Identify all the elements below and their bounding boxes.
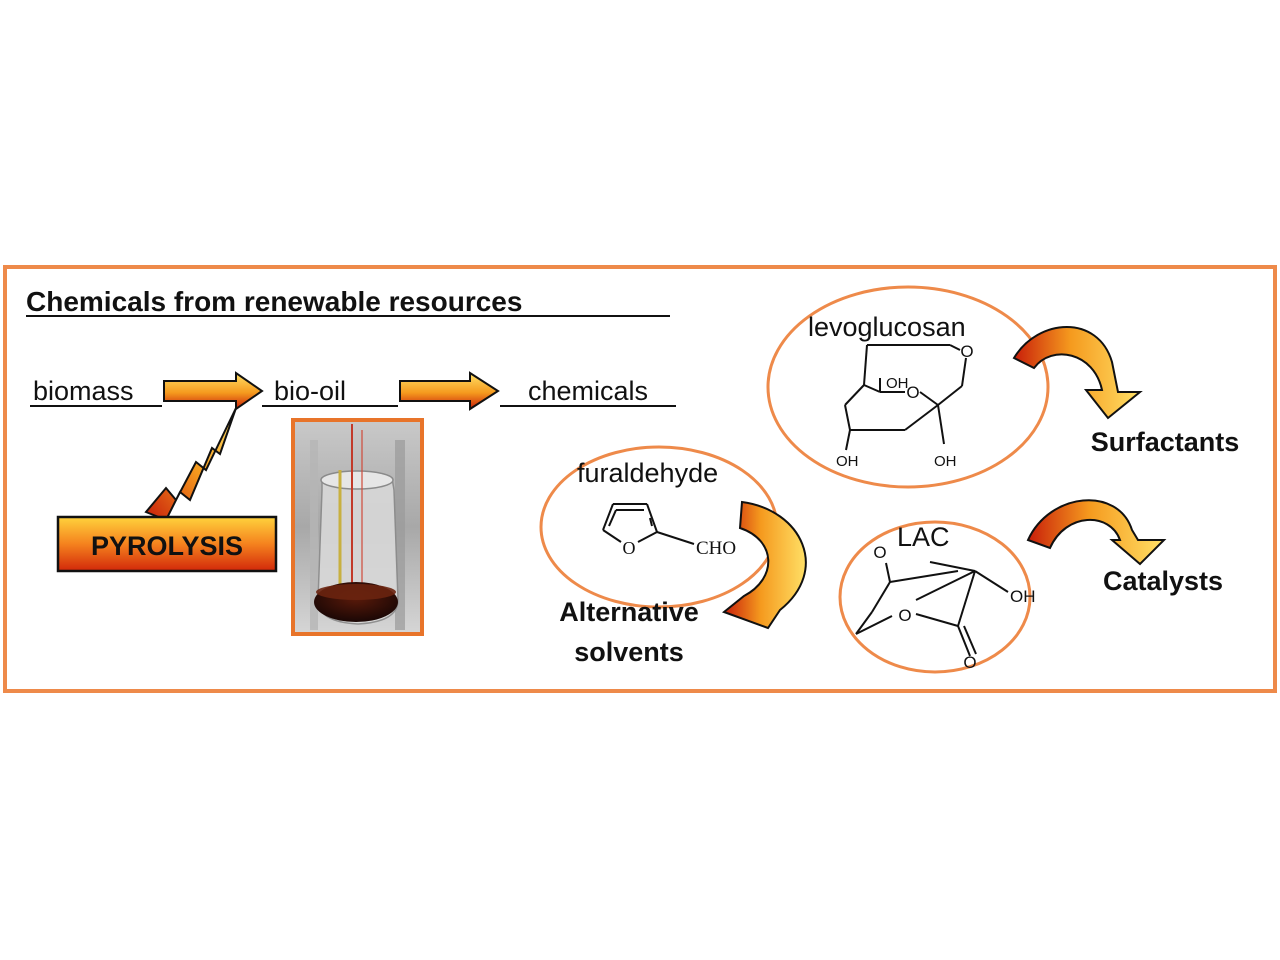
- levoglucosan-oh-right: OH: [934, 453, 957, 470]
- curved-arrow-solvents: [721, 500, 807, 630]
- lac-structure: [855, 561, 1009, 657]
- bio-oil-label: bio-oil: [274, 376, 346, 406]
- furaldehyde-structure: [602, 503, 695, 545]
- levoglucosan-oh-left: OH: [836, 453, 859, 470]
- solvents-label-line2: solvents: [574, 637, 684, 667]
- lac-name: LAC: [897, 522, 950, 552]
- arrow-bio-oil-to-chemicals: [399, 371, 500, 411]
- levoglucosan-ellipse: [766, 285, 1050, 489]
- furaldehyde-cho: CHO: [696, 538, 736, 559]
- diagram-title: Chemicals from renewable resources: [26, 286, 522, 317]
- pyrolysis-label: PYROLYSIS: [91, 531, 243, 561]
- arrow-biomass-to-bio-oil: [163, 371, 264, 411]
- solvents-label-line1: Alternative: [559, 597, 699, 627]
- lac-carbonyl-oxygen: O: [963, 653, 976, 672]
- bio-oil-flask-photo: [291, 418, 424, 636]
- curved-arrow-catalysts: [1026, 499, 1167, 566]
- furaldehyde-ring-oxygen: O: [623, 538, 636, 558]
- lac-ellipse: [838, 520, 1032, 674]
- levoglucosan-ring-oxygen-1: O: [960, 342, 973, 361]
- furaldehyde-name: furaldehyde: [577, 458, 718, 488]
- chemicals-label: chemicals: [528, 376, 648, 406]
- surfactants-label: Surfactants: [1091, 427, 1240, 457]
- pyrolysis-box: [56, 515, 278, 573]
- biomass-label: biomass: [33, 376, 134, 406]
- catalysts-label: Catalysts: [1103, 566, 1223, 596]
- levoglucosan-ring-oxygen-2: O: [906, 383, 919, 402]
- curved-arrow-surfactants: [1012, 326, 1143, 420]
- lac-oh: OH: [1010, 587, 1036, 606]
- levoglucosan-structure: [844, 344, 967, 451]
- lac-ring-oxygen-2: O: [898, 606, 911, 625]
- levoglucosan-name: levoglucosan: [808, 312, 966, 342]
- levoglucosan-oh-top: OH: [886, 375, 909, 392]
- lac-ring-oxygen-1: O: [873, 543, 886, 562]
